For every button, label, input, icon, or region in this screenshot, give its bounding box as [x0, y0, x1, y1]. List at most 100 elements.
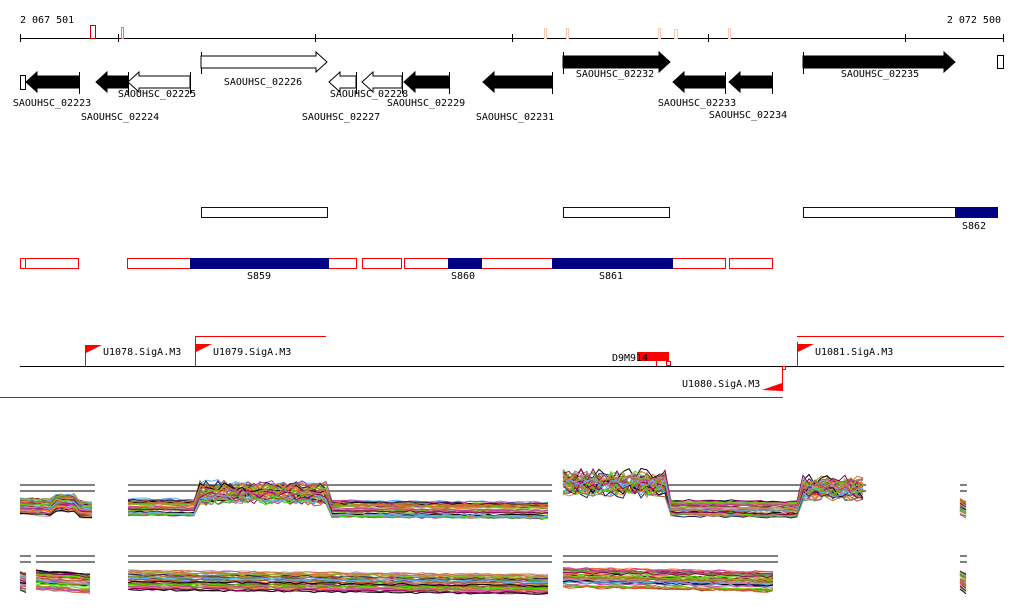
expression-track-1: [19, 467, 967, 520]
gene-label: SAOUHSC_02226: [224, 77, 302, 88]
expression-line: [959, 575, 967, 581]
expression-line: [562, 482, 864, 517]
operon-label: S862: [962, 221, 986, 232]
gene-saouhsc_02228[interactable]: SAOUHSC_02228: [330, 70, 408, 100]
gene-label: SAOUHSC_02227: [302, 112, 380, 123]
gene-saouhsc_02232[interactable]: SAOUHSC_02232: [562, 50, 671, 80]
expression-line: [562, 569, 774, 576]
promoter-d9m914[interactable]: D9M914: [612, 352, 671, 366]
gene-label: SAOUHSC_02231: [476, 112, 554, 123]
expression-line: [19, 573, 27, 576]
expression-line: [959, 578, 967, 583]
gene-saouhsc_02229[interactable]: SAOUHSC_02229: [387, 70, 465, 109]
promoter-u1080[interactable]: U1080.SigA.M3: [682, 366, 786, 392]
gene-saouhsc_02234[interactable]: SAOUHSC_02234: [709, 70, 787, 121]
expression-line: [35, 579, 91, 586]
expression-line: [127, 582, 549, 590]
expression-line: [959, 513, 967, 517]
marker[interactable]: [121, 27, 124, 39]
gene-saouhsc_02227[interactable]: SAOUHSC_02227: [302, 70, 380, 123]
expression-line: [127, 574, 549, 581]
segment-label: S859: [247, 271, 271, 282]
expression-line: [19, 499, 93, 508]
ruler-start: 2 067 501: [20, 15, 74, 26]
expression-line: [562, 477, 864, 513]
expression-line: [959, 507, 967, 510]
expression-line: [959, 500, 967, 504]
expression-line: [959, 502, 967, 508]
expression-line: [959, 580, 967, 586]
ruler-end: 2 072 500: [947, 15, 1001, 26]
gene-label: SAOUHSC_02234: [709, 110, 787, 121]
promoter-u1078[interactable]: U1078.SigA.M3: [85, 345, 182, 366]
expression-line: [127, 585, 548, 592]
expression-line: [36, 583, 91, 590]
promoter-track: U1078.SigA.M3 U1079.SigA.M3 U1080.SigA.M…: [0, 336, 1004, 398]
operon-track: S862: [201, 207, 998, 232]
expression-line: [19, 493, 93, 504]
gene-saouhsc_02235[interactable]: SAOUHSC_02235: [802, 50, 956, 80]
expression-line: [19, 575, 27, 580]
expression-line: [35, 573, 91, 580]
gene-label: SAOUHSC_02229: [387, 98, 465, 109]
promoter-u1079[interactable]: U1079.SigA.M3: [195, 336, 292, 366]
gene-saouhsc_02223[interactable]: SAOUHSC_02223: [13, 70, 91, 109]
expression-line: [562, 480, 864, 516]
gene-label: SAOUHSC_02223: [13, 98, 91, 109]
expression-line: [19, 505, 93, 514]
expression-line: [959, 571, 967, 577]
expression-line: [127, 488, 549, 513]
gene-track: SAOUHSC_02223SAOUHSC_02224SAOUHSC_02225S…: [13, 50, 1004, 123]
marker[interactable]: [90, 25, 96, 39]
gene-saouhsc_02224[interactable]: SAOUHSC_02224: [81, 70, 159, 123]
expression-line: [19, 585, 27, 591]
expression-line: [35, 572, 91, 578]
svg-text:U1079.SigA.M3: U1079.SigA.M3: [213, 347, 291, 358]
expression-line: [35, 588, 91, 594]
expression-line: [959, 570, 967, 575]
expression-line: [19, 582, 27, 584]
svg-text:U1080.SigA.M3: U1080.SigA.M3: [682, 379, 760, 390]
gene-saouhsc_02225[interactable]: SAOUHSC_02225: [118, 70, 196, 100]
expression-line: [562, 470, 864, 505]
expression-line: [19, 570, 27, 575]
expression-line: [127, 494, 549, 519]
expression-line: [127, 482, 549, 506]
expression-line: [127, 587, 549, 594]
expression-line: [127, 479, 549, 505]
expression-line: [562, 584, 774, 592]
expression-line: [127, 488, 549, 512]
expression-line: [19, 496, 93, 506]
expression-line: [35, 576, 91, 582]
expression-line: [562, 473, 864, 507]
expression-line: [127, 572, 549, 579]
expression-line: [127, 576, 549, 583]
gene-label: SAOUHSC_02233: [658, 98, 736, 109]
gene-saouhsc_02226[interactable]: SAOUHSC_02226: [200, 50, 328, 88]
expression-line: [35, 575, 91, 580]
expression-line: [959, 585, 967, 592]
svg-text:U1078.SigA.M3: U1078.SigA.M3: [103, 347, 181, 358]
segment-label: S861: [599, 271, 623, 282]
expression-line: [562, 566, 774, 574]
expression-line: [959, 507, 967, 512]
promoter-u1081[interactable]: U1081.SigA.M3: [797, 342, 894, 366]
expression-line: [562, 582, 774, 589]
expression-line: [35, 578, 91, 585]
gene-label: SAOUHSC_02228: [330, 89, 408, 100]
expression-line: [19, 579, 27, 583]
gene-saouhsc_02231[interactable]: SAOUHSC_02231: [476, 70, 554, 123]
gene-label: SAOUHSC_02225: [118, 89, 196, 100]
expression-line: [19, 498, 93, 509]
expression-line: [19, 506, 93, 516]
expression-line: [563, 574, 774, 581]
expression-line: [19, 576, 27, 582]
expression-line: [959, 588, 967, 595]
expression-line: [562, 573, 774, 581]
svg-text:D9M914: D9M914: [612, 353, 648, 364]
expression-line: [959, 582, 967, 587]
expression-line: [127, 588, 549, 595]
expression-line: [35, 587, 91, 593]
expression-line: [959, 579, 967, 585]
gene-saouhsc_02233[interactable]: SAOUHSC_02233: [658, 70, 736, 109]
